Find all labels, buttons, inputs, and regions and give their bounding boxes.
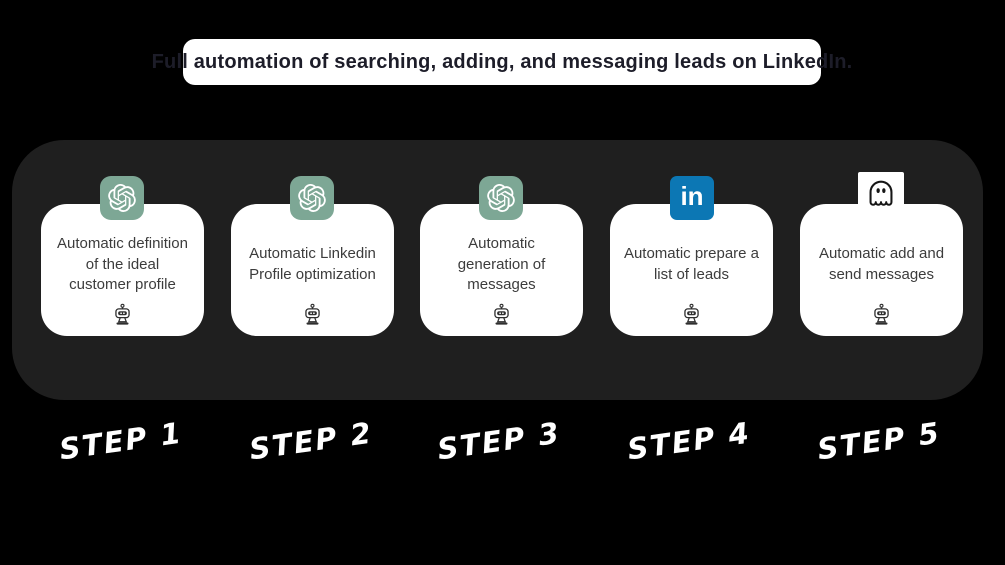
step-label-5: STEP 5: [815, 415, 943, 467]
step-card-3: Automatic generation of messages: [420, 204, 583, 336]
ghost-icon: [858, 172, 904, 218]
linkedin-icon: in: [670, 176, 714, 220]
robot-icon: [112, 300, 133, 326]
step-label-2: STEP 2: [247, 415, 375, 467]
openai-icon: [479, 176, 523, 220]
robot-icon: [491, 300, 512, 326]
robot-icon: [681, 300, 702, 326]
card-text: Automatic Linkedin Profile optimization: [249, 245, 376, 283]
openai-icon: [290, 176, 334, 220]
step-card-4: Automatic prepare a list of leads: [610, 204, 773, 336]
step-label-3: STEP 3: [435, 415, 563, 467]
title-banner: Full automation of searching, adding, an…: [152, 39, 852, 85]
robot-icon: [302, 300, 323, 326]
card-text: Automatic generation of messages: [457, 234, 546, 294]
card-text: Automatic add and send messages: [818, 245, 945, 283]
step-label-4: STEP 4: [625, 415, 753, 467]
step-card-2: Automatic Linkedin Profile optimization: [231, 204, 394, 336]
step-card-1: Automatic definition of the ideal custom…: [41, 204, 204, 336]
openai-icon: [100, 176, 144, 220]
card-text: Automatic definition of the ideal custom…: [57, 234, 188, 294]
step-label-1: STEP 1: [57, 415, 185, 467]
robot-icon: [871, 300, 892, 326]
step-card-5: Automatic add and send messages: [800, 204, 963, 336]
page-title: Full automation of searching, adding, an…: [151, 50, 853, 73]
linkedin-icon-text: in: [680, 181, 704, 211]
card-text: Automatic prepare a list of leads: [623, 245, 760, 283]
